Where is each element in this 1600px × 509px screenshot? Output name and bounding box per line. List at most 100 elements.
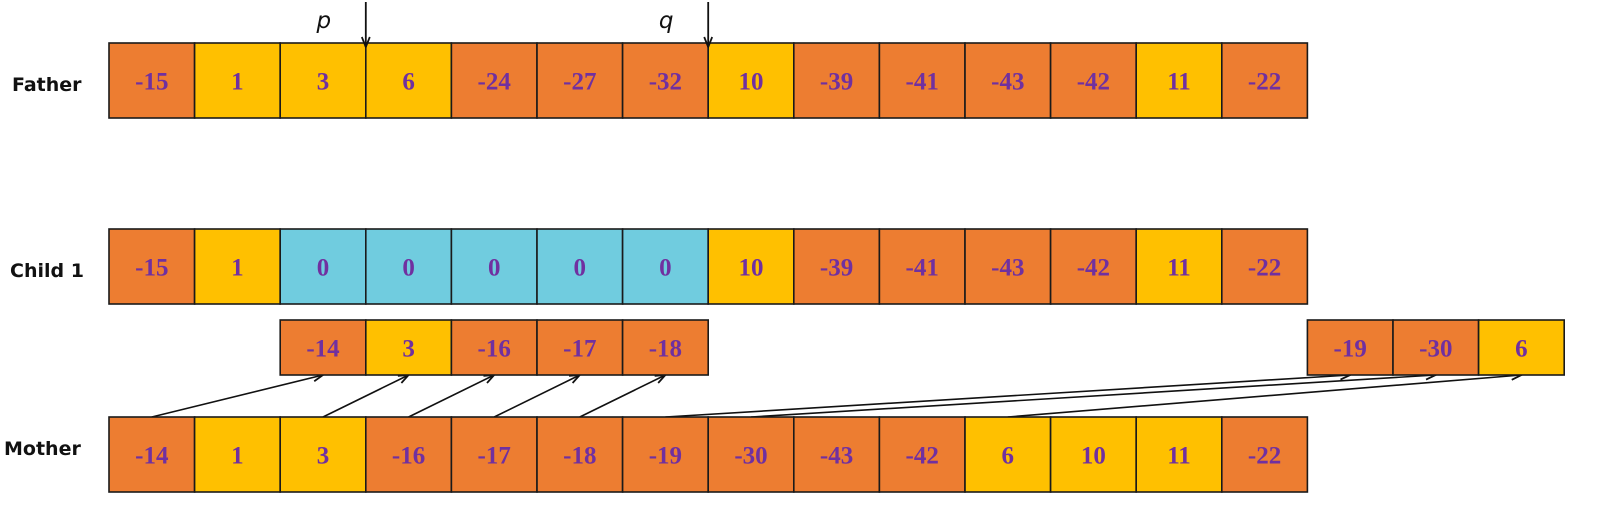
row-label-child1: Child 1 — [10, 260, 84, 282]
father-cell-box — [1221, 42, 1309, 119]
father-cell: -24 — [450, 42, 538, 119]
mother-cell-box — [964, 416, 1052, 493]
father-cell: -39 — [792, 42, 881, 119]
mother-cell: -22 — [1221, 416, 1309, 493]
father-cell-box — [279, 42, 367, 119]
inserted-cell-box — [621, 319, 709, 376]
father-cell: -22 — [1221, 42, 1309, 119]
mapping-arrow — [665, 375, 1350, 418]
child1-cell-box — [1221, 228, 1309, 305]
mother-cell: -19 — [621, 416, 709, 493]
child1-cell-value: 0 — [488, 255, 501, 282]
father-cell-value: 10 — [739, 69, 764, 96]
father-cell: -42 — [1049, 42, 1137, 119]
inserted-cell: -14 — [279, 319, 367, 376]
father-cell-box — [536, 42, 624, 119]
child1-cell-value: -22 — [1248, 255, 1281, 282]
father-cell: 10 — [707, 42, 795, 119]
father-cell-value: -41 — [906, 69, 939, 96]
father-cell-value: -39 — [820, 69, 853, 96]
child1-cell-box — [878, 228, 966, 305]
father-cell-box — [108, 42, 196, 119]
inserted-cell: -17 — [536, 319, 624, 376]
mother-cell: 11 — [1135, 416, 1223, 493]
mother-cell-value: -16 — [392, 443, 425, 470]
mapping-arrow — [408, 375, 495, 418]
mother-cell-value: 10 — [1081, 443, 1106, 470]
father-cell-value: -42 — [1077, 69, 1110, 96]
extra-cell-value: -30 — [1419, 336, 1452, 363]
inserted-cell-value: -18 — [649, 336, 682, 363]
child1-cell-value: 0 — [317, 255, 330, 282]
child1-cell-value: 0 — [659, 255, 672, 282]
father-cell-value: 11 — [1167, 69, 1191, 96]
father-cell-value: -15 — [135, 69, 168, 96]
child1-cell-box — [193, 228, 282, 305]
father-cell: -32 — [621, 42, 709, 119]
child1-cell-box — [536, 228, 624, 305]
father-cell-value: 3 — [317, 69, 330, 96]
child1-cell: 10 — [707, 228, 795, 305]
mother-cell-value: 11 — [1167, 443, 1191, 470]
child1-cell-box — [621, 228, 709, 305]
father-cell: -15 — [108, 42, 196, 119]
father-cell-value: -24 — [478, 69, 512, 96]
mother-cell-value: -43 — [820, 443, 853, 470]
cut-marker-label: p — [315, 8, 331, 34]
father-cell-box — [193, 42, 282, 119]
extra-cell-box — [1306, 319, 1394, 376]
child1-cell-box — [279, 228, 367, 305]
father-cell: 11 — [1135, 42, 1223, 119]
child1-cell-box — [792, 228, 881, 305]
mother-cell: 1 — [193, 416, 282, 493]
mother-cell-box — [621, 416, 709, 493]
child1-cell: 11 — [1135, 228, 1223, 305]
child1-cell: -39 — [792, 228, 881, 305]
inserted-cell-box — [536, 319, 624, 376]
mother-cell: 10 — [1049, 416, 1137, 493]
mother-cell: -14 — [108, 416, 196, 493]
father-cell-value: -27 — [563, 69, 596, 96]
child1-cell-value: -41 — [906, 255, 939, 282]
child1-cell: -42 — [1049, 228, 1137, 305]
mother-cell-box — [1221, 416, 1309, 493]
child1-cell-value: 11 — [1167, 255, 1191, 282]
inserted-cell-box — [279, 319, 367, 376]
mother-cell-box — [364, 416, 453, 493]
cut-marker-q: q — [659, 2, 708, 47]
father-cell-value: -22 — [1248, 69, 1281, 96]
father-cell: -43 — [964, 42, 1052, 119]
child1-cell-value: -43 — [991, 255, 1024, 282]
inserted-cell-value: -14 — [306, 336, 340, 363]
mother-cell-value: -18 — [563, 443, 596, 470]
child1-cell: -43 — [964, 228, 1052, 305]
father-cell-box — [964, 42, 1052, 119]
mother-cell: -16 — [364, 416, 453, 493]
father-cell: -27 — [536, 42, 624, 119]
father-cell-box — [792, 42, 881, 119]
child1-cell: -22 — [1221, 228, 1309, 305]
mother-cell-box — [1135, 416, 1223, 493]
father-cell: 6 — [364, 42, 453, 119]
mother-cell-value: -19 — [649, 443, 682, 470]
mapping-arrow — [151, 375, 323, 418]
child1-cell: 0 — [536, 228, 624, 305]
child1-cell-value: 0 — [574, 255, 587, 282]
extra-cell-box — [1477, 319, 1565, 376]
father-cell: -41 — [878, 42, 966, 119]
father-cell-value: -43 — [991, 69, 1024, 96]
child1-cell-box — [450, 228, 538, 305]
mother-cell: 3 — [279, 416, 367, 493]
inserted-cell-value: -16 — [478, 336, 511, 363]
father-cell: 1 — [193, 42, 282, 119]
father-cell-box — [364, 42, 453, 119]
child1-cell-value: 1 — [231, 255, 244, 282]
mapping-arrow — [322, 375, 409, 418]
child1-cell: 1 — [193, 228, 282, 305]
mother-cell-value: 6 — [1002, 443, 1015, 470]
inserted-cell: -16 — [450, 319, 538, 376]
